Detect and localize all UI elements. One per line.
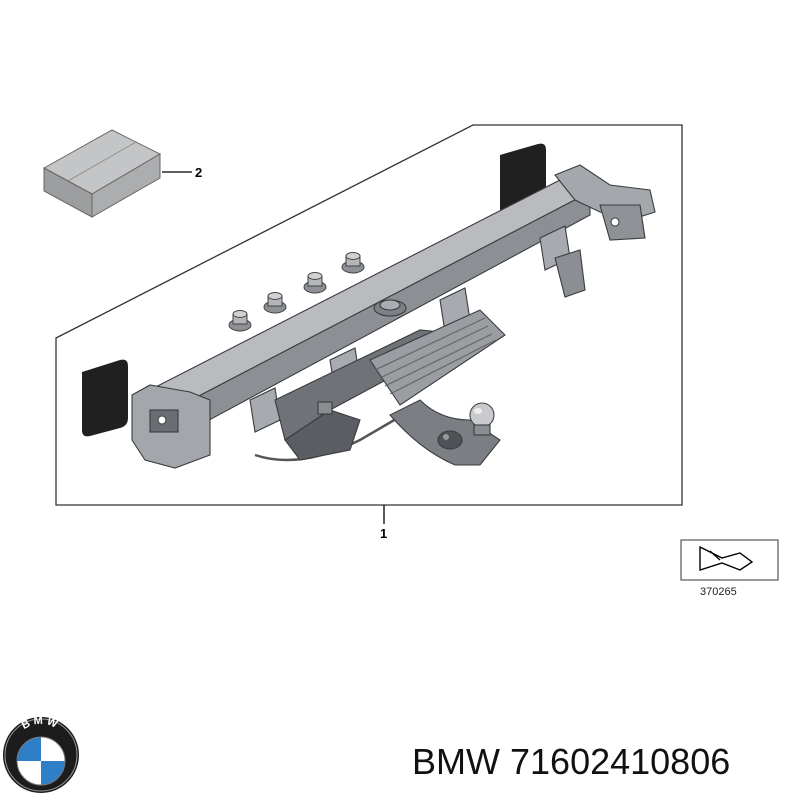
part-1-tow-hitch [131,164,656,469]
bmw-logo: BMW [3,715,79,793]
svg-text:BMW: BMW [20,715,62,732]
left-mounting-pad [82,359,128,437]
reference-number: 370265 [700,586,737,598]
assembly-frame [55,124,683,506]
part-number-caption: BMW 71602410806 [412,738,792,786]
direction-reference-icon [680,539,779,581]
nut-icon [341,252,365,274]
nut-icon [228,310,252,332]
nut-icon [263,292,287,314]
callout-1: 1 [380,526,387,541]
mounting-nuts [228,252,365,332]
nut-icon [303,272,327,294]
part-number: 71602410806 [510,741,731,782]
part-2-box [42,129,162,218]
brand-name: BMW [412,741,500,782]
callout-2: 2 [195,165,202,180]
